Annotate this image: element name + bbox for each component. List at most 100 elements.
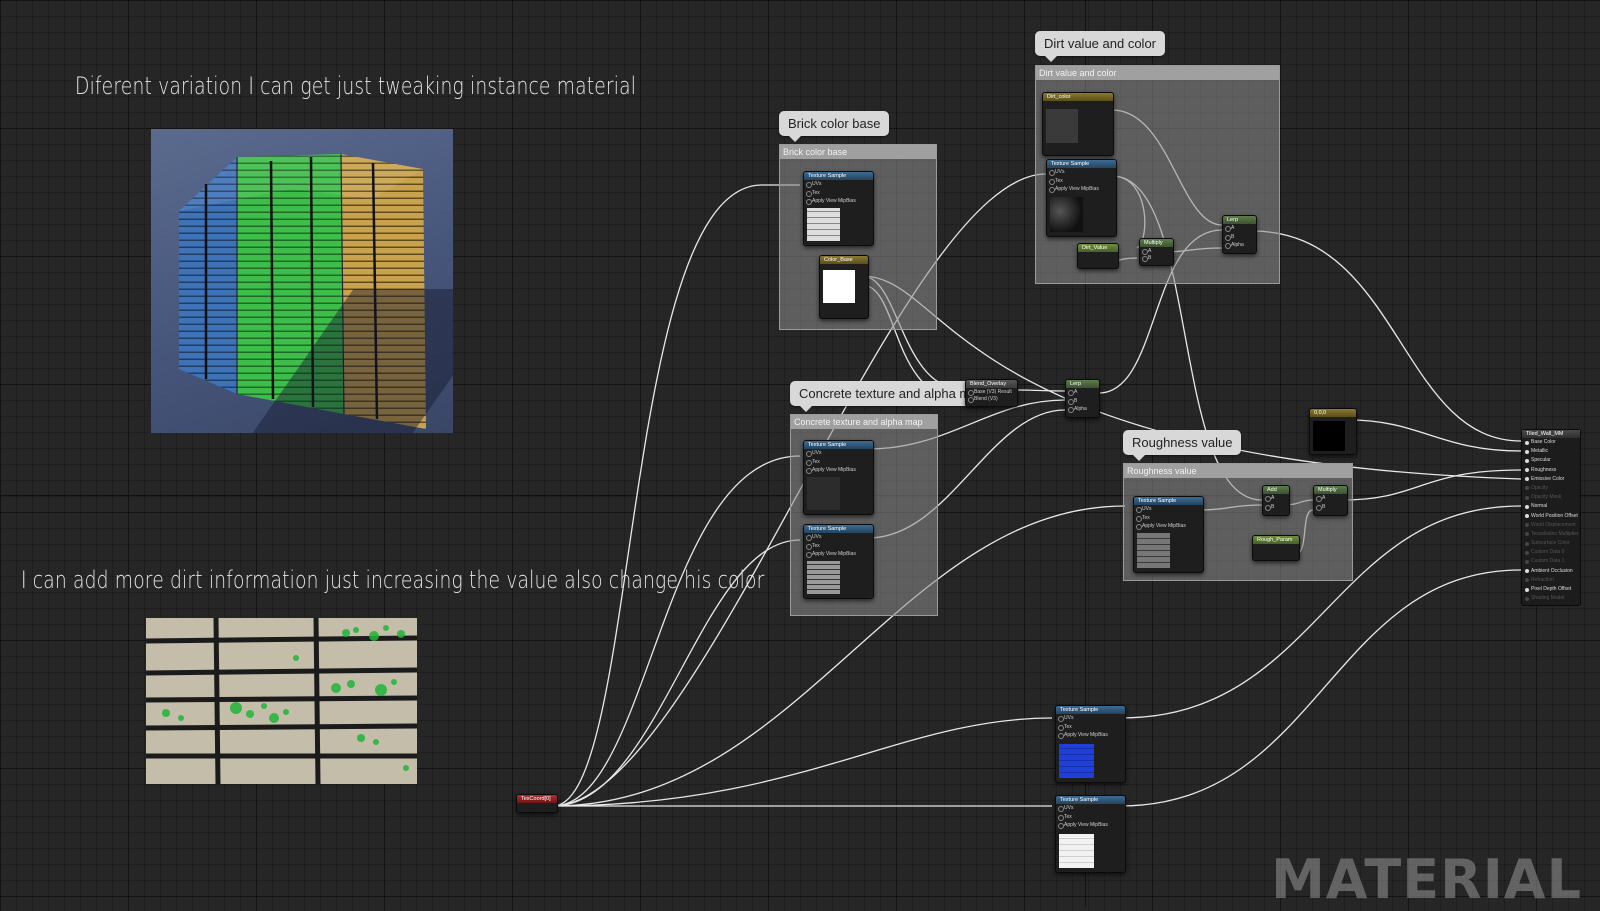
result-input-label: Refraction <box>1531 576 1554 583</box>
result-input-pin[interactable]: Pixel Depth Offset <box>1522 585 1580 594</box>
texcoord-node[interactable]: TexCoord[0] <box>516 794 558 813</box>
pin-label: A <box>1148 248 1152 254</box>
result-input-pin[interactable]: Base Color <box>1522 438 1580 447</box>
result-input-pin[interactable]: World Position Offset <box>1522 512 1580 521</box>
result-input-pin[interactable]: Refraction <box>1522 576 1580 585</box>
pin-label: B <box>1322 503 1326 510</box>
pin-alpha[interactable]: Alpha <box>1066 405 1099 414</box>
pin-a[interactable]: A <box>1140 247 1173 256</box>
pin-label: UVs <box>1055 169 1065 175</box>
texture-sample-concrete-node[interactable]: Texture Sample UVs Tex Apply View MipBia… <box>803 440 874 515</box>
pin-mipbias[interactable]: Apply View MipBias <box>1134 522 1203 531</box>
pin-b[interactable]: B <box>1140 254 1173 263</box>
result-input-pin[interactable]: Specular <box>1522 456 1580 465</box>
result-input-pin[interactable]: World Displacement <box>1522 521 1580 530</box>
result-input-pin[interactable]: Normal <box>1522 502 1580 511</box>
lerp-node-dirt[interactable]: Lerp A B Alpha <box>1222 215 1257 254</box>
node-title: Texture Sample <box>1134 497 1203 505</box>
pin-blend[interactable]: Blend (V3) <box>966 395 1017 404</box>
result-input-pin[interactable]: Roughness <box>1522 466 1580 475</box>
pin-tex[interactable]: Tex <box>804 458 873 467</box>
texture-sample-brick-node[interactable]: Texture Sample UVs Tex Apply View MipBia… <box>803 171 874 246</box>
color-base-param-node[interactable]: Color_Base <box>819 255 869 319</box>
comment-tag-concrete[interactable]: Concrete texture and alpha map <box>790 381 994 412</box>
pin-b[interactable]: B <box>1066 397 1099 406</box>
result-input-label: Opacity <box>1531 484 1548 491</box>
blend-overlay-node[interactable]: Blend_Overlay Base (V3) Result Blend (V3… <box>965 379 1018 407</box>
pin-tex[interactable]: Tex <box>1056 723 1125 732</box>
result-input-pin[interactable]: Custom Data 1 <box>1522 557 1580 566</box>
pin-result-label: Result <box>997 389 1012 395</box>
pin-mipbias[interactable]: Apply View MipBias <box>1056 731 1125 740</box>
add-node[interactable]: Add A B <box>1262 485 1290 516</box>
pin-uvs[interactable]: UVs <box>1056 804 1125 813</box>
pin-uvs[interactable]: UVs <box>804 449 873 458</box>
pin-tex[interactable]: Tex <box>1047 177 1116 186</box>
pin-mipbias[interactable]: Apply View MipBias <box>804 550 873 559</box>
pin-b[interactable]: B <box>1223 233 1256 242</box>
texture-sample-ao-node[interactable]: Texture Sample UVs Tex Apply View MipBia… <box>1055 795 1126 873</box>
pin-dot-icon <box>1525 458 1529 463</box>
pin-mipbias[interactable]: Apply View MipBias <box>1047 185 1116 194</box>
pin-a[interactable]: A <box>1263 494 1289 503</box>
multiply-node-roughness[interactable]: Multiply A B <box>1313 485 1348 516</box>
pin-mipbias[interactable]: Apply View MipBias <box>1056 821 1125 830</box>
comment-tag-dirt[interactable]: Dirt value and color <box>1035 31 1165 62</box>
constant-vector-node[interactable]: 0,0,0 <box>1309 408 1357 455</box>
lerp-node-center[interactable]: Lerp A B Alpha <box>1065 379 1100 418</box>
dirt-value-param-node[interactable]: Dirt_Value <box>1077 243 1119 269</box>
pin-uvs[interactable]: UVs <box>1134 505 1203 514</box>
pin-b[interactable]: B <box>1314 503 1347 512</box>
comment-tag-brick[interactable]: Brick color base <box>779 111 890 142</box>
result-input-pin[interactable]: Opacity <box>1522 484 1580 493</box>
result-input-pin[interactable]: Subsurface Color <box>1522 539 1580 548</box>
result-input-pin[interactable]: Custom Data 0 <box>1522 548 1580 557</box>
pin-label: Apply View MipBias <box>812 551 856 557</box>
pin-b[interactable]: B <box>1263 503 1289 512</box>
dirt-wall-render <box>146 618 417 784</box>
texture-sample-dirt-node[interactable]: Texture Sample UVs Tex Apply View MipBia… <box>1046 159 1117 237</box>
pin-tex[interactable]: Tex <box>1056 813 1125 822</box>
pin-a[interactable]: A <box>1223 224 1256 233</box>
pin-uvs[interactable]: UVs <box>1056 714 1125 723</box>
result-input-pin[interactable]: Metallic <box>1522 447 1580 456</box>
pin-mipbias[interactable]: Apply View MipBias <box>804 466 873 475</box>
comment-tag-roughness[interactable]: Roughness value <box>1123 430 1242 461</box>
pin-label: Tex <box>812 189 820 196</box>
result-node-title: Tiled_Wall_MM <box>1522 430 1580 438</box>
result-input-pin[interactable]: Emissive Color <box>1522 475 1580 484</box>
pin-in-icon <box>1316 496 1322 502</box>
pin-in-icon <box>1142 255 1148 262</box>
pin-tex[interactable]: Tex <box>1134 514 1203 523</box>
result-input-pin[interactable]: Shading Model <box>1522 594 1580 603</box>
pin-a[interactable]: A <box>1066 388 1099 397</box>
node-title: Texture Sample <box>1047 160 1116 168</box>
pin-in-icon <box>806 535 812 541</box>
pin-alpha[interactable]: Alpha <box>1223 241 1256 250</box>
comment-box-dirt-title: Dirt value and color <box>1036 66 1279 80</box>
pin-tex[interactable]: Tex <box>804 189 873 198</box>
pin-a[interactable]: A <box>1314 494 1347 503</box>
pin-base[interactable]: Base (V3) Result <box>966 388 1017 397</box>
texture-sample-roughness-node[interactable]: Texture Sample UVs Tex Apply View MipBia… <box>1133 496 1204 573</box>
multiply-node-dirt[interactable]: Multiply A B <box>1139 238 1174 266</box>
pin-uvs[interactable]: UVs <box>1047 168 1116 177</box>
pin-dot-icon <box>1525 486 1529 491</box>
pin-in-icon <box>806 182 812 188</box>
pin-label: Tex <box>1142 514 1150 521</box>
texture-sample-alpha-node[interactable]: Texture Sample UVs Tex Apply View MipBia… <box>803 524 874 599</box>
result-input-pin[interactable]: Tessellation Multiplier <box>1522 530 1580 539</box>
pin-tex[interactable]: Tex <box>804 542 873 551</box>
pin-mipbias[interactable]: Apply View MipBias <box>804 197 873 206</box>
pin-uvs[interactable]: UVs <box>804 180 873 189</box>
result-input-pin[interactable]: Ambient Occlusion <box>1522 567 1580 576</box>
pin-uvs[interactable]: UVs <box>804 533 873 542</box>
texture-thumbnail <box>807 208 840 241</box>
pin-in-icon <box>1049 178 1055 185</box>
pin-dot-icon <box>1525 541 1529 546</box>
rough-param-node[interactable]: Rough_Param <box>1252 535 1300 561</box>
texture-sample-normal-node[interactable]: Texture Sample UVs Tex Apply View MipBia… <box>1055 705 1126 783</box>
result-input-pin[interactable]: Opacity Mask <box>1522 493 1580 502</box>
dirt-color-param-node[interactable]: Dirt_color <box>1042 92 1114 156</box>
